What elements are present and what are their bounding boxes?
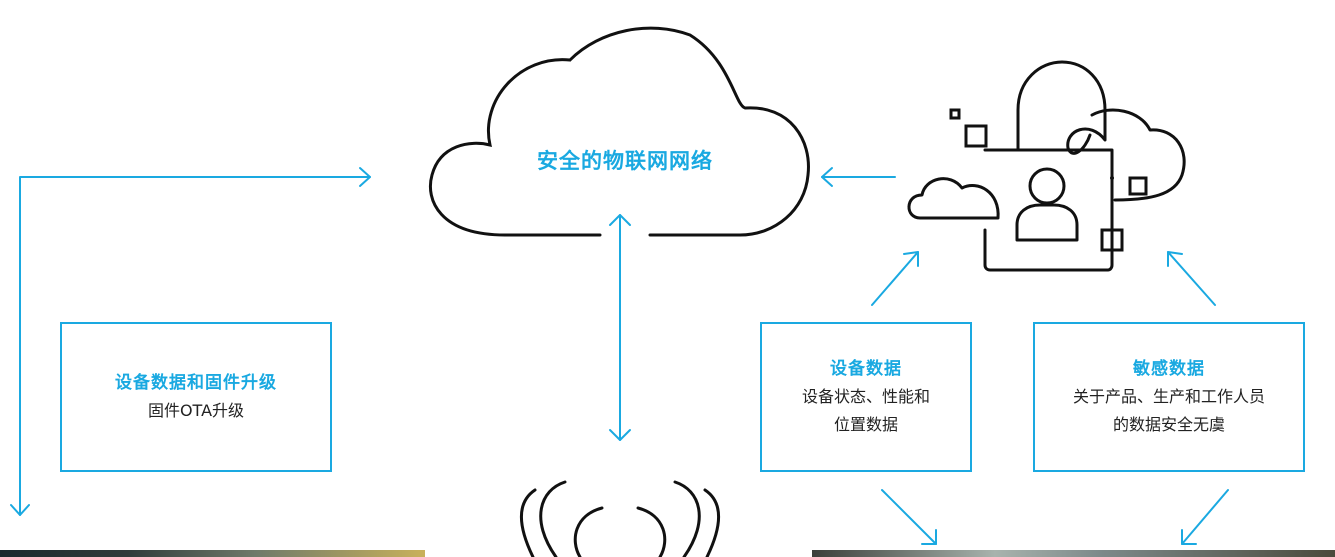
left-connector-arrow bbox=[10, 167, 371, 516]
device-data-box-title: 设备数据 bbox=[830, 359, 902, 379]
device-data-box-text-1: 设备状态、性能和 bbox=[801, 387, 930, 406]
cloud-icon bbox=[428, 26, 810, 237]
device-data-box-text-2: 位置数据 bbox=[833, 415, 898, 434]
photo-strip-right bbox=[812, 550, 1335, 557]
arrow-device-up bbox=[871, 251, 919, 306]
firmware-box-title: 设备数据和固件升级 bbox=[115, 373, 277, 393]
small-cloud-icon bbox=[907, 108, 1186, 220]
decorative-dot bbox=[1110, 176, 1114, 180]
sensitive-data-box-title: 敏感数据 bbox=[1133, 359, 1205, 379]
cloud-label: 安全的物联网网络 bbox=[537, 149, 713, 173]
arrow-sensitive-down bbox=[1181, 489, 1229, 545]
firmware-box: 设备数据和固件升级 固件OTA升级 bbox=[60, 322, 332, 472]
arrow-device-down bbox=[881, 489, 937, 545]
sensitive-data-box-text-2: 的数据安全无虞 bbox=[1112, 415, 1225, 434]
user-icon bbox=[1015, 167, 1079, 242]
arrow-to-cloud bbox=[821, 167, 896, 187]
wireless-signal-icon bbox=[519, 480, 721, 557]
device-data-box: 设备数据 设备状态、性能和 位置数据 bbox=[760, 322, 972, 472]
vertical-double-arrow bbox=[609, 214, 631, 441]
arrow-sensitive-up bbox=[1167, 251, 1216, 306]
sensitive-data-box-text-1: 关于产品、生产和工作人员 bbox=[1072, 387, 1265, 406]
sensitive-data-box: 敏感数据 关于产品、生产和工作人员 的数据安全无虞 bbox=[1033, 322, 1305, 472]
photo-strip-left bbox=[0, 550, 425, 557]
decorative-squares bbox=[949, 108, 1148, 252]
firmware-box-text: 固件OTA升级 bbox=[147, 401, 245, 420]
